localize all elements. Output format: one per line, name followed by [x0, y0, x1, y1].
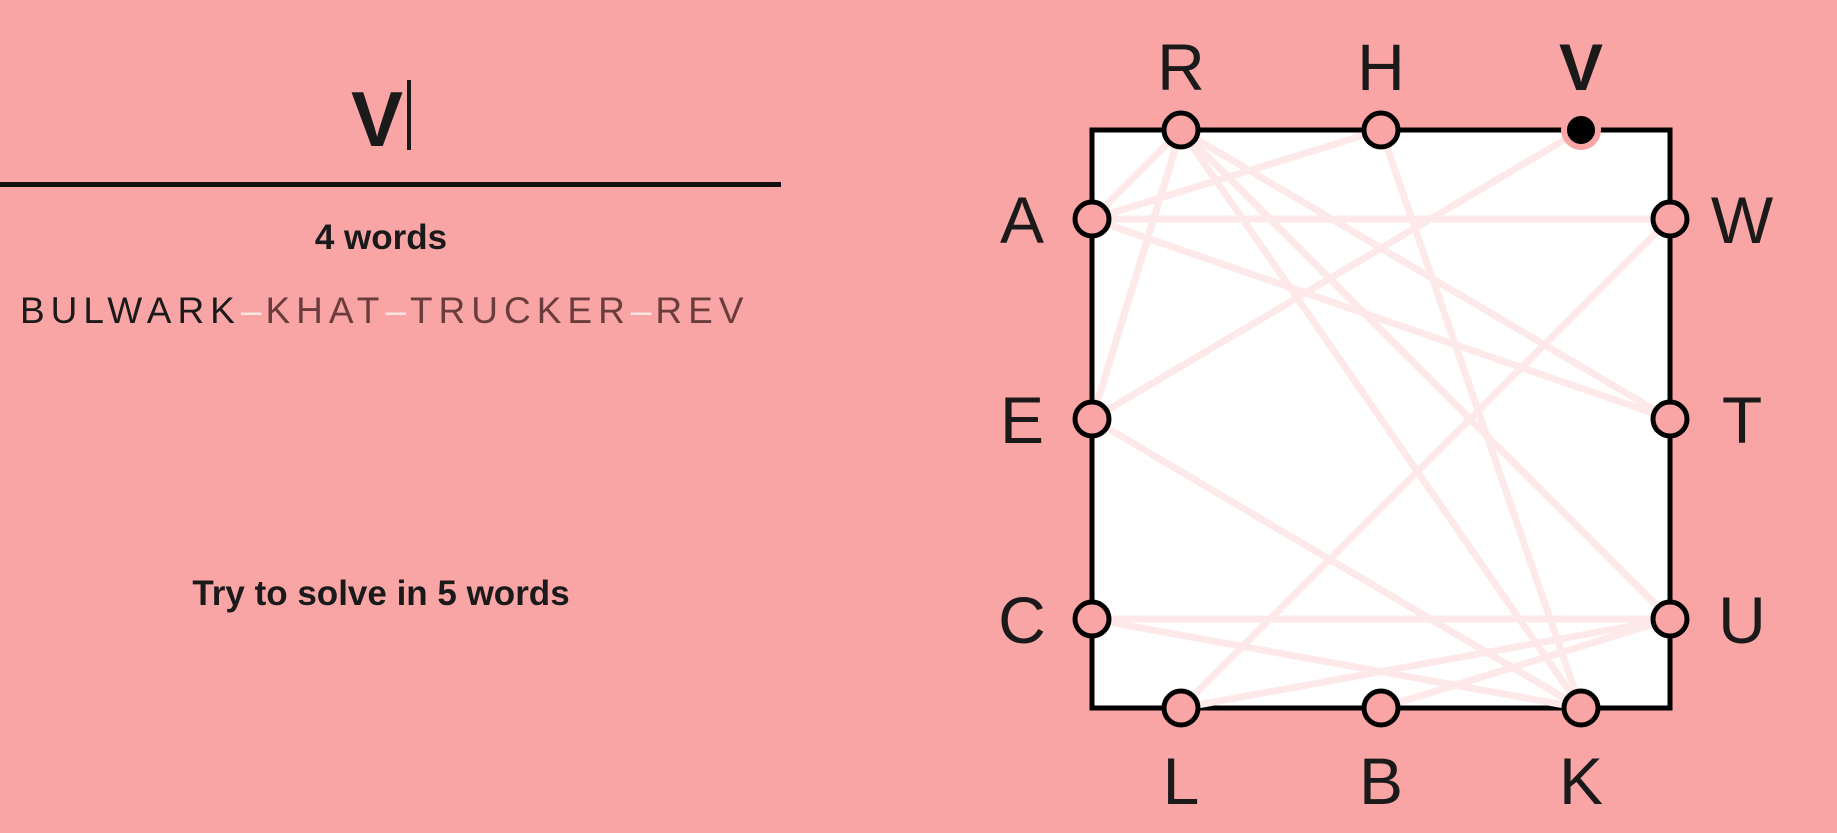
- letter-node-k[interactable]: [1561, 688, 1601, 728]
- path-line-l-w: [1177, 215, 1674, 712]
- input-underline: [0, 182, 781, 187]
- chain-separator: –: [630, 290, 656, 331]
- letter-label-e[interactable]: E: [1000, 383, 1044, 457]
- letter-label-w[interactable]: W: [1711, 183, 1774, 257]
- letter-node-b[interactable]: [1361, 688, 1401, 728]
- chain-separator: –: [385, 290, 410, 331]
- letter-label-l[interactable]: L: [1163, 744, 1200, 818]
- path-line-t-r: [1177, 126, 1674, 423]
- letter-node-v[interactable]: [1561, 110, 1601, 150]
- letter-node-h[interactable]: [1361, 110, 1401, 150]
- path-line-a-r: [1088, 126, 1185, 223]
- path-line-h-a: [1088, 126, 1385, 223]
- letter-node-e[interactable]: [1072, 399, 1112, 439]
- letter-label-b[interactable]: B: [1359, 744, 1403, 818]
- path-line-u-l: [1177, 615, 1674, 712]
- letter-label-v[interactable]: V: [1559, 30, 1603, 104]
- letter-node-l[interactable]: [1161, 688, 1201, 728]
- path-line-r-u: [1177, 126, 1674, 623]
- chain-word: TRUCKER: [409, 290, 631, 331]
- letter-label-k[interactable]: K: [1559, 744, 1603, 818]
- letter-node-t[interactable]: [1650, 399, 1690, 439]
- chain-word: KHAT: [265, 290, 386, 331]
- letter-node-c[interactable]: [1072, 599, 1112, 639]
- letter-label-h[interactable]: H: [1357, 30, 1405, 104]
- current-word-input[interactable]: V: [0, 72, 762, 167]
- path-line-e-v: [1088, 126, 1585, 423]
- path-line-a-t: [1088, 215, 1674, 423]
- path-lines: [1088, 126, 1674, 712]
- path-line-c-k: [1088, 615, 1585, 712]
- chain-separator: –: [240, 290, 266, 331]
- text-cursor: [407, 80, 412, 150]
- letter-label-t[interactable]: T: [1722, 383, 1762, 457]
- path-line-r-e: [1088, 126, 1185, 423]
- letter-node-u[interactable]: [1650, 599, 1690, 639]
- word-count-label: 4 words: [314, 218, 448, 257]
- chain-word: BULWARK: [20, 290, 241, 331]
- word-panel: V 4 words BULWARK–KHAT–TRUCKER–REV Try t…: [0, 0, 781, 833]
- letter-node-a[interactable]: [1072, 199, 1112, 239]
- letter-label-c[interactable]: C: [998, 583, 1046, 657]
- letter-node-w[interactable]: [1650, 199, 1690, 239]
- current-word-text: V: [350, 75, 405, 163]
- letter-nodes: [1072, 110, 1690, 728]
- letter-labels: R H V L B K A E C W T U: [998, 30, 1774, 818]
- letter-label-r[interactable]: R: [1157, 30, 1205, 104]
- letter-node-r[interactable]: [1161, 110, 1201, 150]
- letter-label-u[interactable]: U: [1718, 583, 1766, 657]
- word-chain: BULWARK–KHAT–TRUCKER–REV: [20, 290, 749, 332]
- letter-label-a[interactable]: A: [1000, 183, 1044, 257]
- path-line-r-k: [1177, 126, 1585, 712]
- path-line-b-u: [1377, 615, 1674, 712]
- target-label: Try to solve in 5 words: [192, 574, 570, 613]
- chain-word: REV: [655, 290, 750, 331]
- path-line-k-e: [1088, 415, 1585, 712]
